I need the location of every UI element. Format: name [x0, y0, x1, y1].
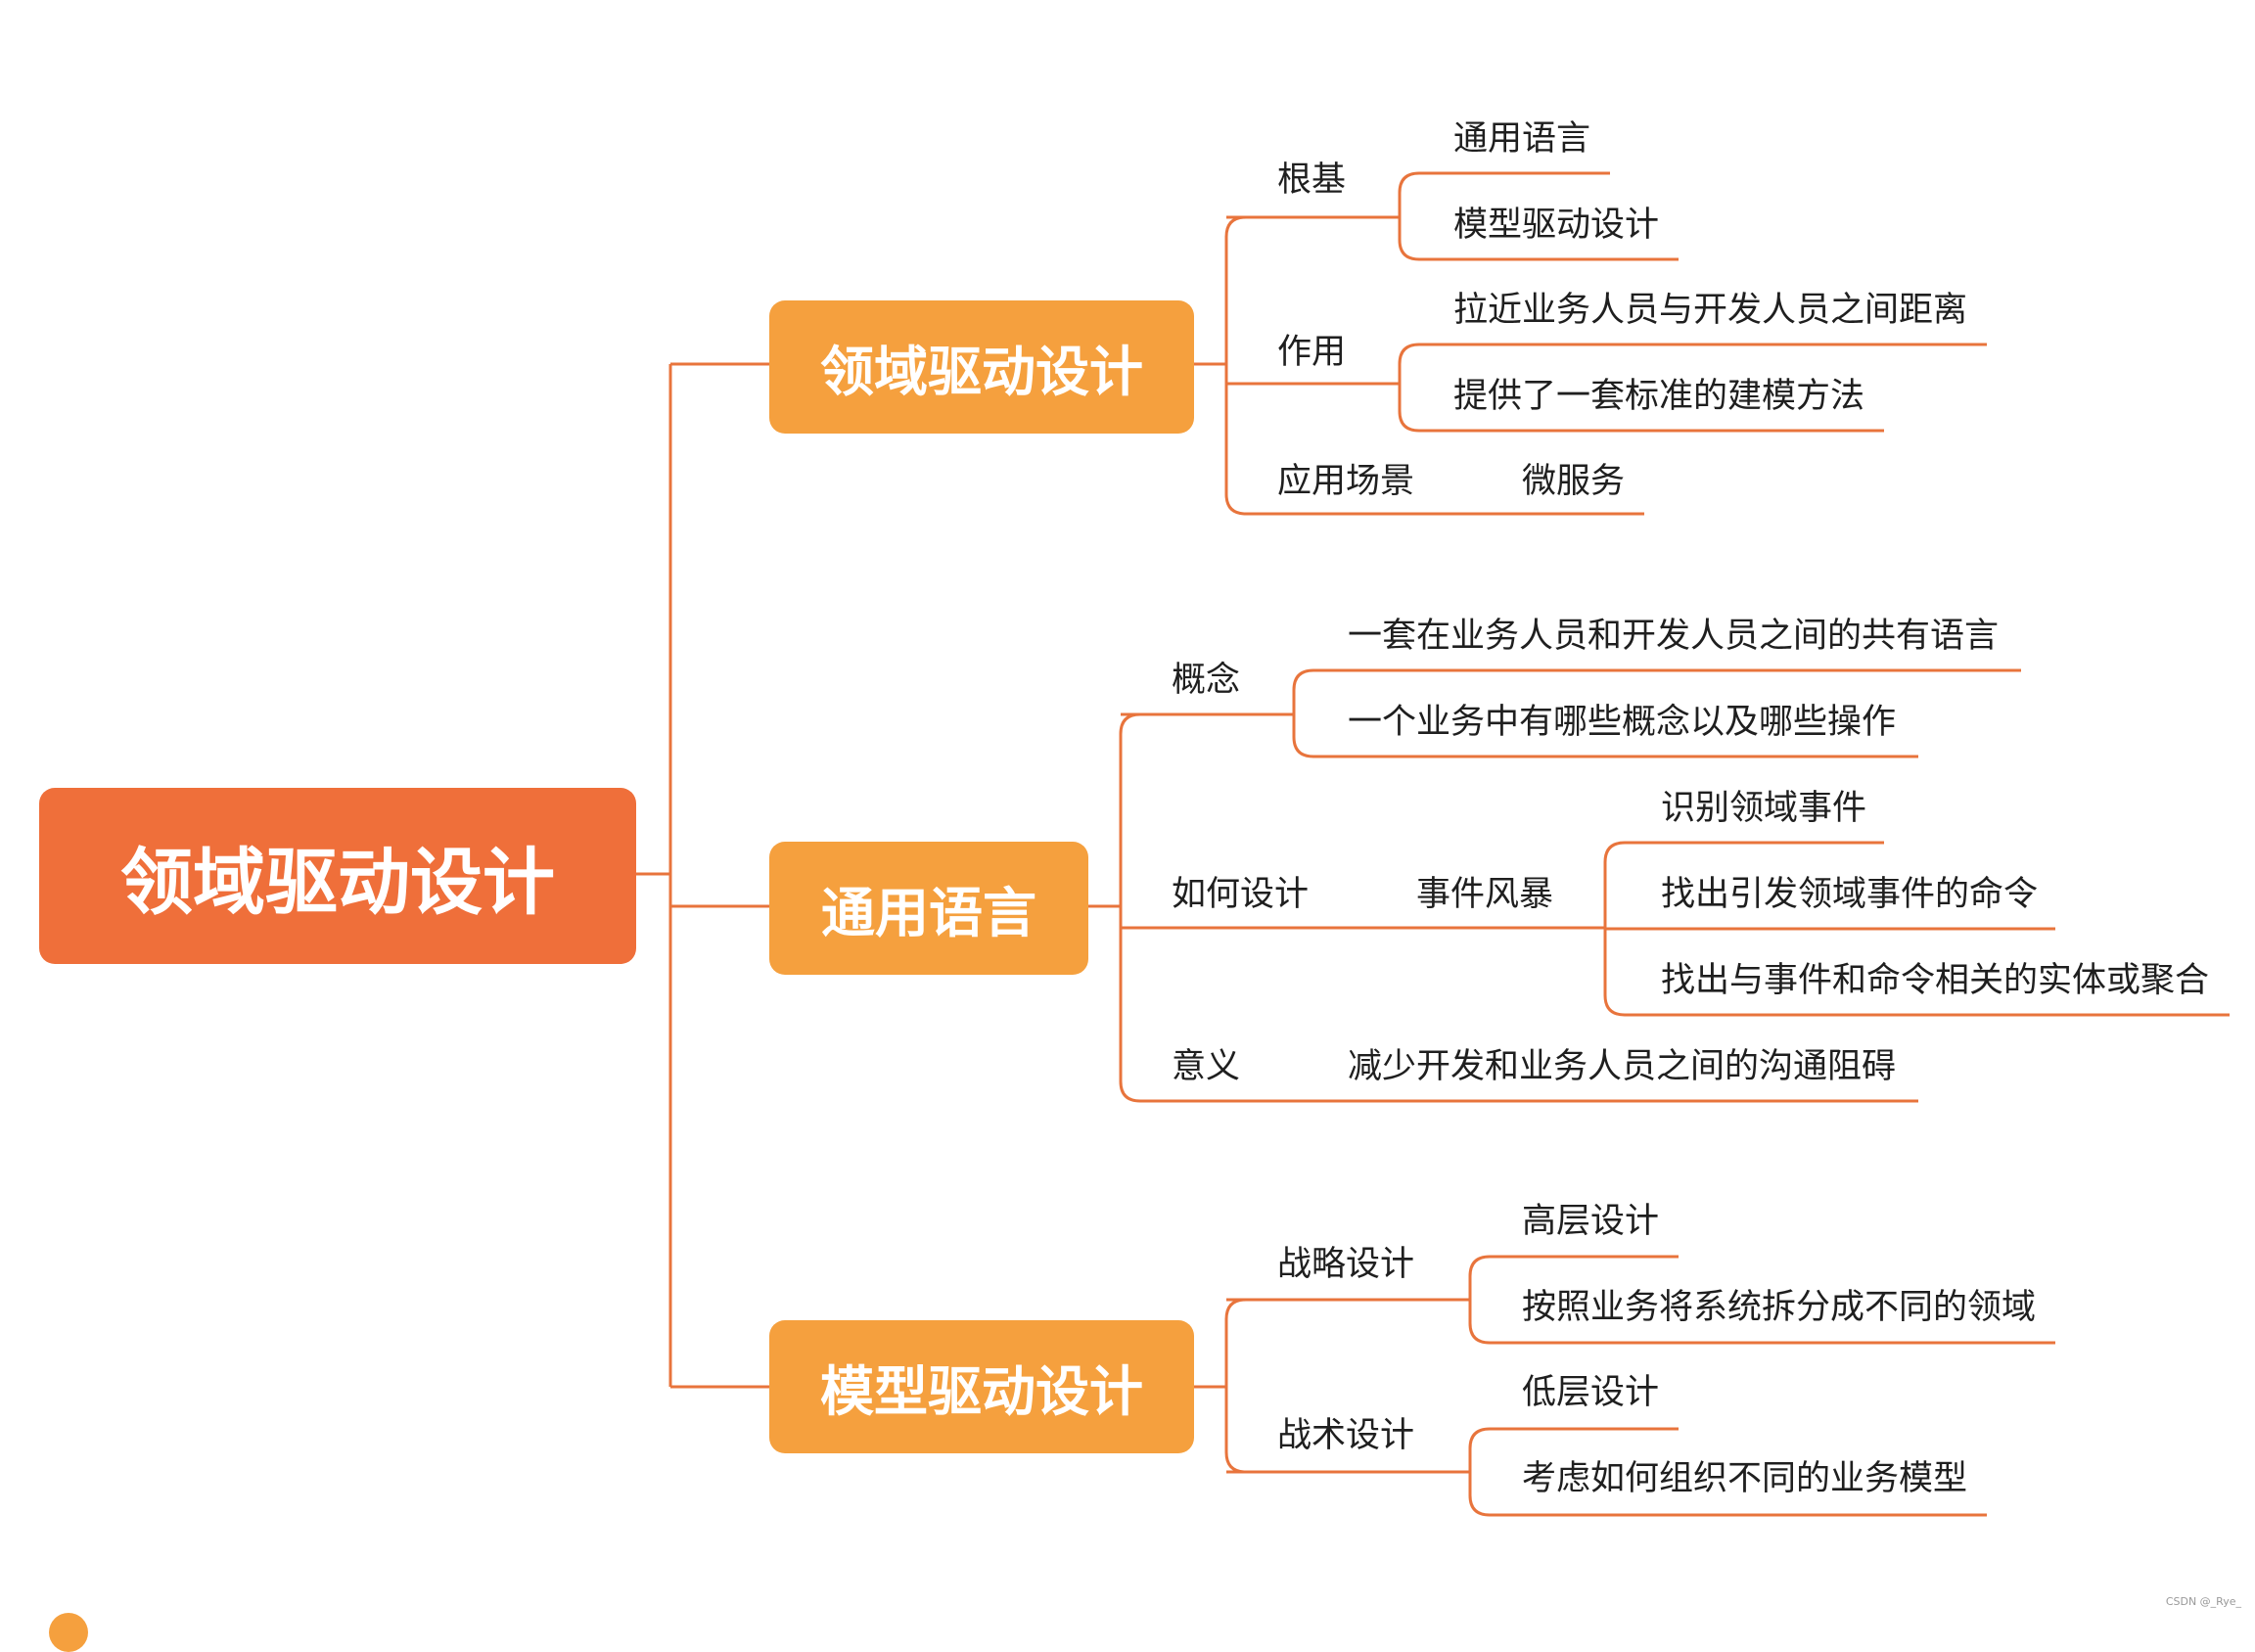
mdd-strategic-item: 按照业务将系统拆分成不同的领域	[1522, 1288, 2037, 1327]
ul-meaning-label: 意义	[1172, 1047, 1241, 1086]
mdd-tactical-item: 低层设计	[1522, 1373, 1660, 1412]
ul-concept-item: 一套在业务人员和开发人员之间的共有语言	[1348, 617, 2000, 656]
ddd-purpose-item: 拉近业务人员与开发人员之间距离	[1453, 291, 1968, 330]
connector-2	[1226, 215, 1400, 386]
watermark: CSDN @_Rye_	[2165, 1595, 2241, 1608]
ddd-foundation-label: 根基	[1277, 161, 1347, 200]
ul-event-storming-item: 找出与事件和命令相关的实体或聚合	[1661, 961, 2210, 1000]
ul-event-storming-label: 事件风暴	[1416, 875, 1554, 914]
ddd-scenario-label: 应用场景	[1277, 462, 1415, 501]
branch-model-driven-node: 模型驱动设计	[769, 1320, 1194, 1453]
branch-ubiquitous-language-node: 通用语言	[769, 842, 1088, 975]
ddd-purpose-label: 作用	[1277, 333, 1347, 372]
ddd-foundation-item: 通用语言	[1453, 119, 1591, 159]
connector-9	[1292, 668, 1314, 758]
ddd-purpose-item: 提供了一套标准的建模方法	[1453, 377, 1865, 416]
connector-16	[1490, 1255, 2055, 1345]
connector-6	[1419, 343, 1987, 433]
ddd-scenario-item: 微服务	[1522, 462, 1626, 501]
connector-1	[1194, 215, 1644, 516]
connector-7	[1088, 712, 1918, 1103]
connector-3	[1398, 171, 1420, 261]
mdd-tactical-item: 考虑如何组织不同的业务模型	[1522, 1459, 1968, 1498]
connector-8	[1121, 712, 1605, 930]
connector-15	[1468, 1255, 1491, 1345]
corner-decoration	[49, 1613, 88, 1652]
connector-4	[1419, 171, 1679, 261]
connector-17	[1468, 1427, 1491, 1517]
connector-18	[1490, 1427, 1987, 1517]
mdd-tactical-label: 战术设计	[1277, 1416, 1415, 1455]
ul-concept-item: 一个业务中有哪些概念以及哪些操作	[1348, 703, 1897, 742]
ul-design-label: 如何设计	[1172, 875, 1310, 914]
ddd-foundation-item: 模型驱动设计	[1453, 206, 1660, 245]
connector-10	[1313, 668, 2021, 758]
branch-ddd-node: 领域驱动设计	[769, 300, 1194, 434]
connector-14	[1226, 1298, 1470, 1474]
ul-event-storming-item: 识别领域事件	[1661, 789, 1867, 828]
ul-meaning-item: 减少开发和业务人员之间的沟通阻碍	[1348, 1047, 1897, 1086]
mdd-strategic-item: 高层设计	[1522, 1202, 1660, 1241]
connector-12	[1605, 841, 2230, 1017]
connector-5	[1398, 343, 1420, 433]
connector-13	[1194, 1298, 1247, 1474]
ul-event-storming-item: 找出引发领域事件的命令	[1661, 875, 2039, 914]
root-node: 领域驱动设计	[39, 788, 636, 964]
ul-concept-label: 概念	[1172, 661, 1241, 700]
mdd-strategic-label: 战略设计	[1277, 1245, 1415, 1284]
connector-0	[636, 362, 769, 1389]
